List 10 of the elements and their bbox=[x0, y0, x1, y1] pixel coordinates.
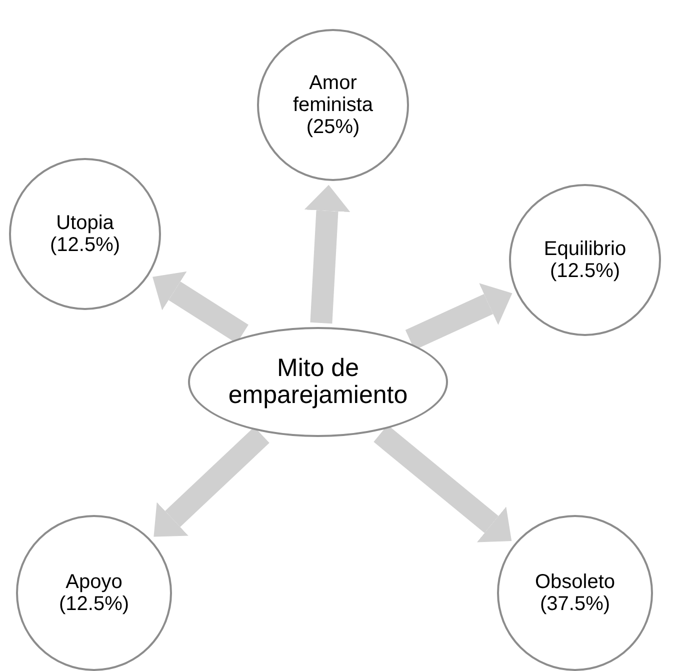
block-arrow bbox=[152, 271, 248, 344]
category-label: Apoyo (12.5%) bbox=[58, 571, 130, 615]
category-label: Obsoleto (37.5%) bbox=[534, 571, 616, 615]
block-arrow bbox=[304, 184, 350, 324]
block-arrow bbox=[405, 283, 512, 350]
category-label: Utopia (12.5%) bbox=[48, 212, 122, 256]
category-label: Equilibrio (12.5%) bbox=[542, 238, 628, 282]
category-label: Amor feminista (25%) bbox=[292, 72, 374, 138]
central-label: Mito de emparejamiento bbox=[227, 354, 409, 410]
block-arrow bbox=[154, 426, 270, 537]
